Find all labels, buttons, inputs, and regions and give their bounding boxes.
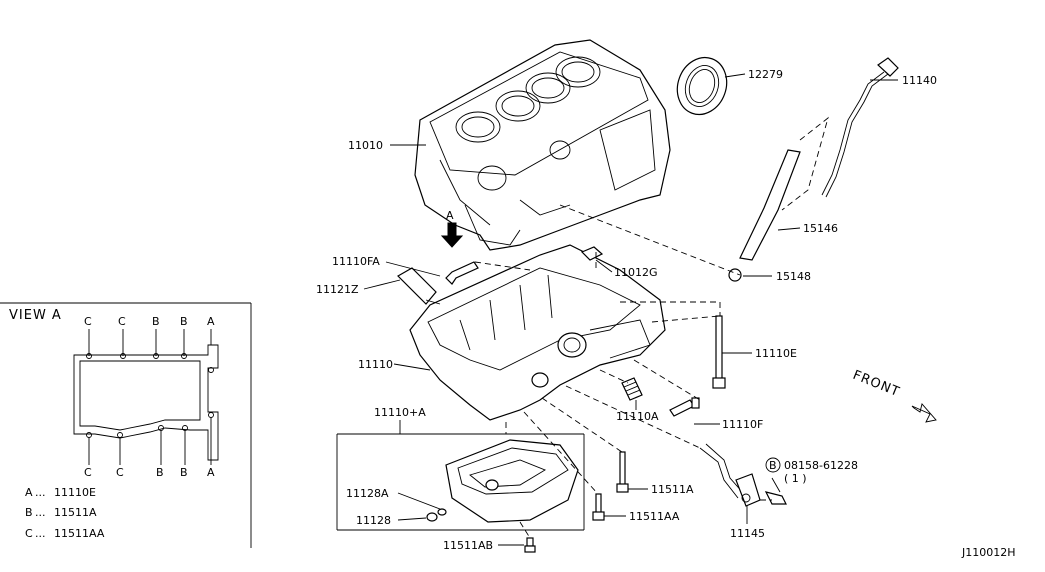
legend-part-a: 11110E [54,486,96,499]
label-11511ab: 11511AB [443,539,493,552]
view-a-inset: VIEW A C C B B A [0,302,252,548]
lower-oil-pan-box [336,433,585,531]
label-11145: 11145 [730,527,765,540]
label-11110: 11110 [358,358,393,371]
label-15146: 15146 [803,222,838,235]
gasket-11012g [580,246,604,261]
bolt-11110f [669,397,700,417]
lower-oil-pan-11110a [445,439,579,523]
label-11128: 11128 [356,514,391,527]
legend-part-c: 11511AA [54,527,105,540]
legend-sep-c: ... [35,527,46,540]
view-a-title: VIEW A [9,308,62,323]
legend-key-b: B [25,506,33,519]
view-top-letter-4: B [180,315,188,328]
legend-sep-a: ... [35,486,46,499]
oil-tube-11145 [699,443,787,507]
label-11110-plus-a: 11110+A [374,406,426,419]
label-11110e: 11110E [755,347,797,360]
oil-pan-upper-11110 [409,244,666,421]
view-bottom-letter-1: C [84,466,92,479]
view-bottom-letter-5: A [207,466,215,479]
diagram-code: J110012H [961,546,1016,559]
bolt-marker-circle [765,457,781,473]
view-top-letter-3: B [152,315,160,328]
label-11511aa: 11511AA [629,510,680,523]
bolt-11110e [712,315,726,389]
label-12279: 12279 [748,68,783,81]
view-top-letter-2: C [118,315,126,328]
washer-11128a [437,508,447,516]
drain-plug-11128 [426,512,438,522]
label-11110fa: 11110FA [332,255,380,268]
plug-11110a [621,377,643,401]
view-a-arrow: A [440,209,464,248]
sealant-tube-11121z [397,267,441,305]
label-08158-qty: ( 1 ) [784,472,807,485]
label-15148: 15148 [776,270,811,283]
view-top-letter-5: A [207,315,215,328]
label-11110a: 11110A [616,410,659,423]
bolt-11511ab [524,537,536,553]
leader-lines [363,73,898,546]
label-11010: 11010 [348,139,383,152]
dipstick-11140 [821,57,899,198]
bolt-11110fa [445,261,479,285]
view-bolt-holes [86,353,214,438]
legend-part-b: 11511A [54,506,97,519]
front-label: FRONT [851,368,902,400]
view-legend: A ... 11110E B ... 11511A C ... 11511AA [25,486,105,540]
label-08158-61228: 08158-61228 [784,459,858,472]
gauge-guide-15146 [728,116,829,282]
view-bottom-letter-3: B [156,466,164,479]
dashed-reference-lines [474,204,772,539]
label-11128a: 11128A [346,487,389,500]
bolt-11511a [616,451,629,493]
view-bottom-letter-4: B [180,466,188,479]
legend-key-a: A [25,486,33,499]
legend-key-c: C [25,527,33,540]
front-indicator: FRONT [851,368,937,423]
bolt-marker-b: B [769,459,777,472]
view-top-letter-1: C [84,315,92,328]
label-11511a: 11511A [651,483,694,496]
legend-sep-b: ... [35,506,46,519]
rear-oil-seal-12279 [676,56,728,116]
view-bottom-letter-2: C [116,466,124,479]
label-11121z: 11121Z [316,283,359,296]
label-11140: 11140 [902,74,937,87]
part-labels: 11010 12279 11140 15146 15148 11110FA 11… [316,68,1016,559]
arrow-marker-a: A [446,209,454,222]
label-11012g: 11012G [614,266,658,279]
label-11110f: 11110F [722,418,763,431]
bolt-11511aa [592,493,605,521]
cylinder-block-11010 [414,39,671,251]
